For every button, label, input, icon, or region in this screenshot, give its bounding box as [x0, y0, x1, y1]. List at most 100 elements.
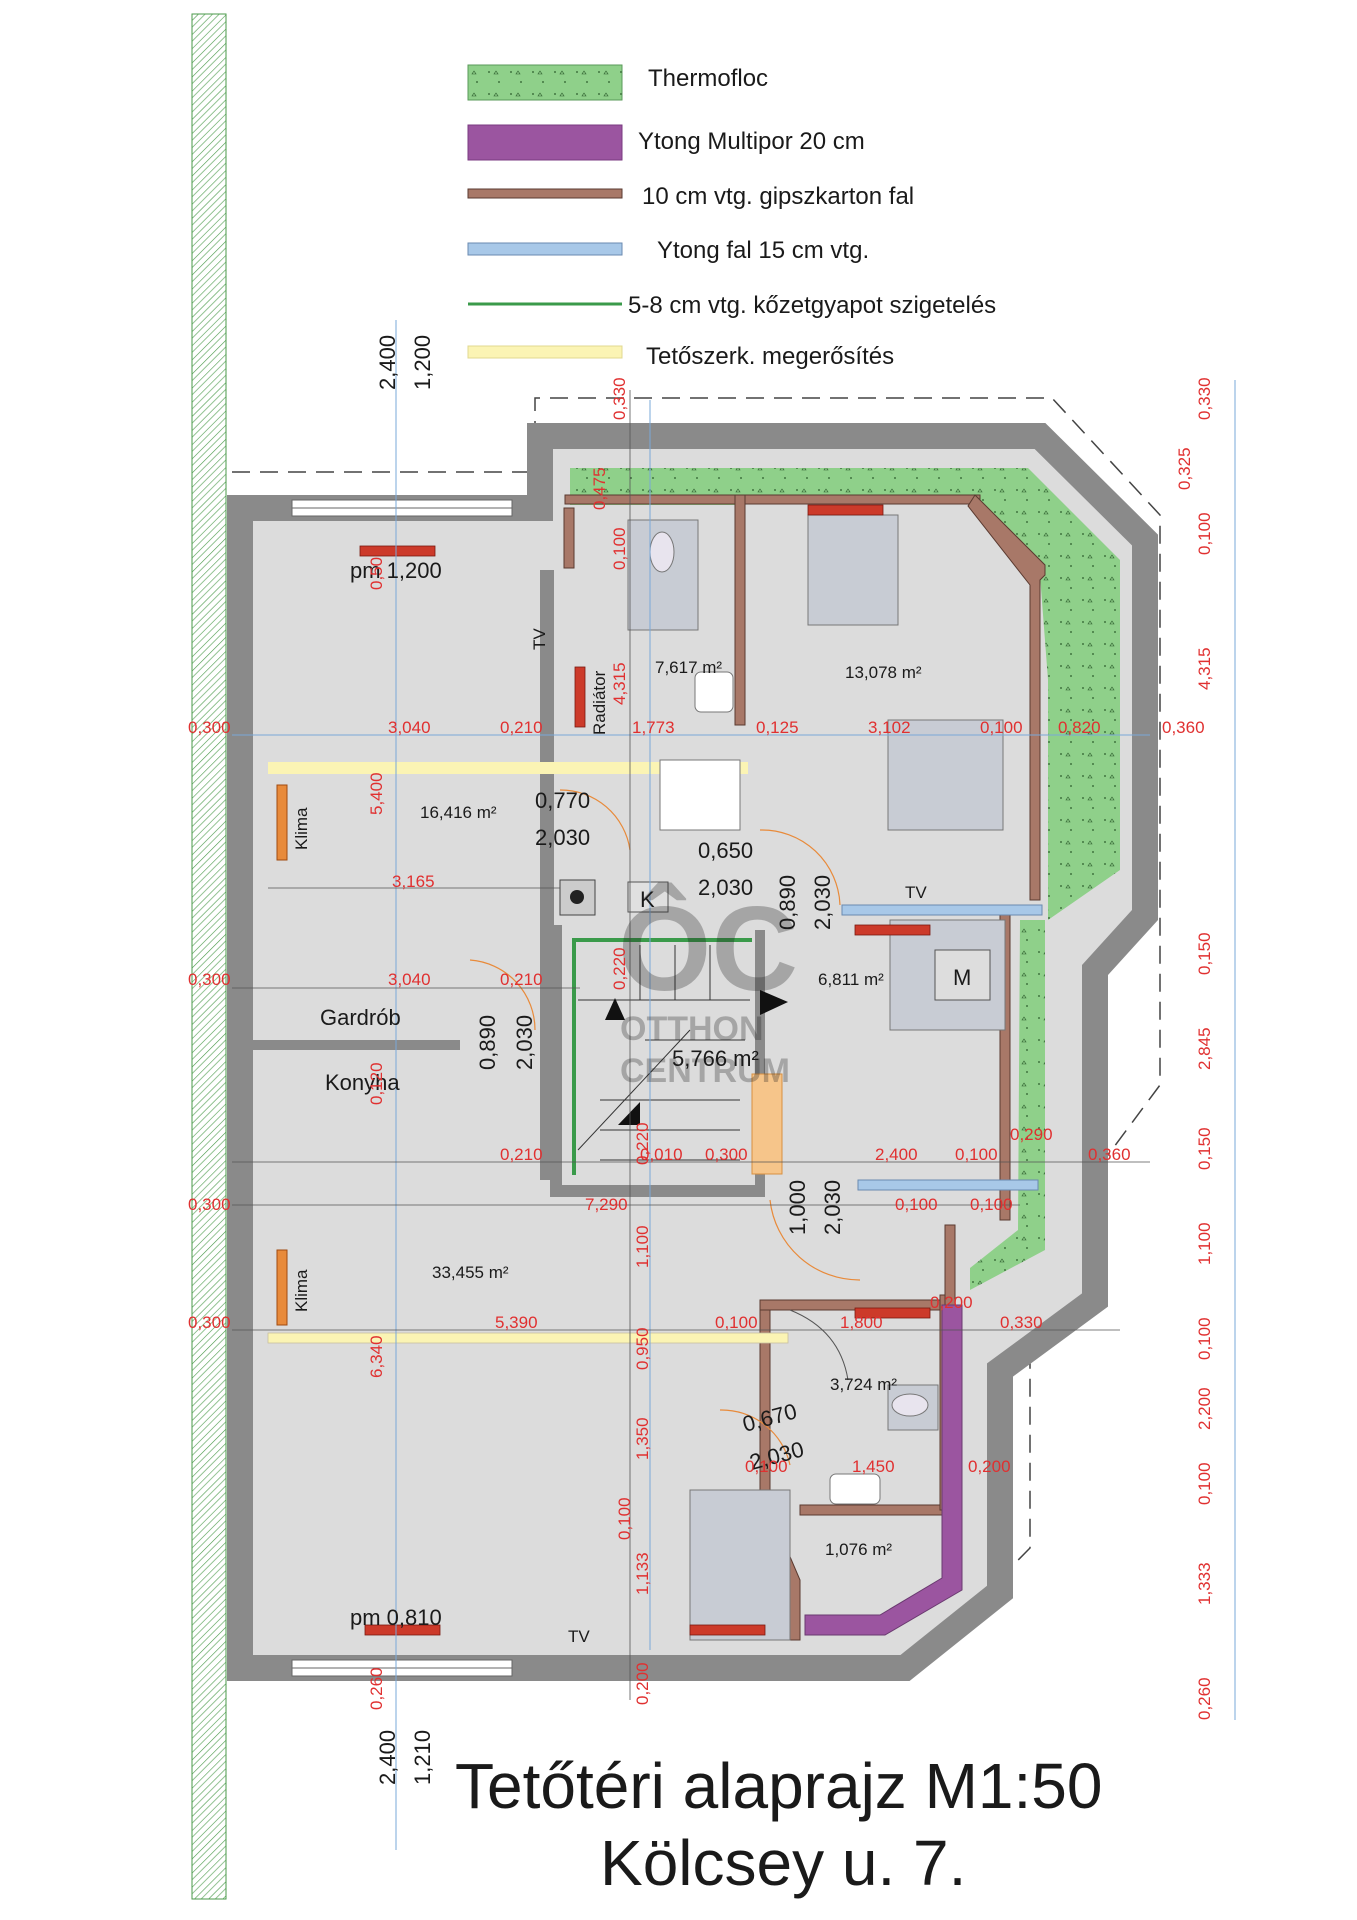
orange-block — [751, 1073, 783, 1175]
multipor-wall — [804, 1304, 963, 1636]
vdim-right-7: 1,100 — [1195, 1222, 1214, 1265]
dim-r2-1: 3,040 — [388, 970, 431, 989]
klima-label-2: Klima — [292, 1269, 311, 1312]
staircase — [577, 945, 750, 1161]
vdim-mid-0: 0,330 — [610, 377, 629, 420]
vdim-mid-1: 0,475 — [590, 467, 609, 510]
door-1-width: 0,770 — [535, 788, 590, 813]
furniture — [627, 514, 1006, 1641]
vdim-mid-2: 0,100 — [610, 527, 629, 570]
room-area-7: 3,724 m² — [830, 1375, 897, 1394]
red-vertical-dims-right: 0,330 0,325 0,100 4,315 0,150 2,845 0,15… — [1175, 377, 1214, 1720]
boundary-strip — [191, 13, 227, 1900]
stair-green-top — [572, 938, 752, 942]
door-4-width: 0,890 — [475, 1015, 500, 1070]
stair-arrow-1 — [605, 998, 625, 1020]
room-area-4: 6,811 m² — [818, 970, 884, 989]
dim-r6-2: 0,200 — [968, 1457, 1011, 1476]
stair-arrow-3 — [618, 1102, 640, 1125]
vdim-left-e: 0,50 — [367, 557, 386, 590]
outer-wall — [227, 423, 1158, 1681]
door-3-height: 2,030 — [810, 875, 835, 930]
vdim-right-9: 2,200 — [1195, 1387, 1214, 1430]
watermark-line1: OTTHON — [620, 1010, 764, 1048]
tv-label-3: TV — [568, 1627, 590, 1646]
vdim-right-10: 0,100 — [1195, 1462, 1214, 1505]
dim-r3-5: 0,290 — [1010, 1125, 1053, 1144]
vdim-right-5: 2,845 — [1195, 1027, 1214, 1070]
dim-r1-7: 0,820 — [1058, 718, 1101, 737]
vdim-right-0: 0,330 — [1195, 377, 1214, 420]
left-dim-bottom-a: 2,400 — [375, 1730, 400, 1785]
dim-r5-4: 0,200 — [930, 1293, 973, 1312]
vdim-right-4: 0,150 — [1195, 932, 1214, 975]
dim-r5-0: 0,300 — [188, 1313, 231, 1332]
door-1-height: 2,030 — [535, 825, 590, 850]
klima-label-1: Klima — [292, 807, 311, 850]
dim-r3-1: 0,010 — [640, 1145, 683, 1164]
legend-swatch-ytong-multipor — [467, 124, 623, 161]
pm-top-label: pm 1,200 — [350, 558, 442, 583]
room-name-konyha: Konyha — [325, 1070, 400, 1095]
dim-r1-0: 0,300 — [188, 718, 231, 737]
room-area-1: 16,416 m² — [420, 803, 497, 822]
dim-r4-3: 0,100 — [970, 1195, 1013, 1214]
vdim-right-12: 0,260 — [1195, 1677, 1214, 1720]
dim-r1-2: 0,210 — [500, 718, 543, 737]
left-dim-bottom-b: 1,210 — [410, 1730, 435, 1785]
radiators — [359, 504, 931, 1636]
tv-label-1: TV — [530, 628, 549, 650]
toilet-icon-2 — [891, 1393, 929, 1417]
dim-r4-0: 0,300 — [188, 1195, 231, 1214]
left-dim-top-b: 1,200 — [410, 335, 435, 390]
vdim-mid-8: 1,350 — [633, 1417, 652, 1460]
door-2-height: 2,030 — [698, 875, 753, 900]
dim-r5-5: 0,330 — [1000, 1313, 1043, 1332]
legend-swatch-thermofloc — [467, 64, 623, 101]
dim-r3-3: 2,400 — [875, 1145, 918, 1164]
partition-gardrob — [250, 1040, 460, 1050]
vdim-left-d: 0,120 — [367, 1062, 386, 1105]
door-arcs — [469, 789, 861, 1466]
box-k — [627, 881, 669, 913]
stair-wall-right — [755, 930, 765, 1195]
red-dimensions: 0,300 3,040 0,210 1,773 0,125 3,102 0,10… — [188, 718, 1205, 1476]
legend-swatch-ytong-fal — [467, 242, 623, 256]
dim-r5-3: 1,800 — [840, 1313, 883, 1332]
legend-label-gipszkarton: 10 cm vtg. gipszkarton fal — [642, 183, 914, 210]
dim-r4-2: 0,100 — [895, 1195, 938, 1214]
dim-r1-8: 0,360 — [1162, 718, 1205, 737]
vdim-mid-7: 0,950 — [633, 1327, 652, 1370]
dim-r1-4: 0,125 — [756, 718, 799, 737]
room-area-2: 7,617 m² — [655, 658, 722, 677]
legend: Thermofloc Ytong Multipor 20 cm 10 cm vt… — [467, 64, 996, 370]
legend-label-ytong-fal: Ytong fal 15 cm vtg. — [657, 237, 869, 264]
legend-label-tetoszerk: Tetőszerk. megerősítés — [646, 343, 894, 370]
dim-r4-1: 7,290 — [585, 1195, 628, 1214]
dim-r3-0: 0,210 — [500, 1145, 543, 1164]
dim-r1-6: 0,100 — [980, 718, 1023, 737]
klima-unit-top — [276, 784, 288, 861]
vdim-mid-11: 0,200 — [633, 1662, 652, 1705]
dim-r3-4: 0,100 — [955, 1145, 998, 1164]
title-line-2: Kölcsey u. 7. — [600, 1827, 966, 1899]
room-area-8: 1,076 m² — [825, 1540, 892, 1559]
vdim-right-1: 0,325 — [1175, 447, 1194, 490]
thermofloc-right — [970, 920, 1045, 1290]
klima-unit-bottom — [276, 1249, 288, 1326]
tv-label-2: TV — [905, 883, 927, 902]
pm-bottom-label: pm 0,810 — [350, 1605, 442, 1630]
thermofloc-top — [570, 468, 1120, 920]
watermark: ÔC OTTHON CENTRUM — [618, 881, 798, 1090]
beam-lower — [267, 1332, 789, 1344]
room-area-6: 33,455 m² — [432, 1263, 509, 1282]
legend-swatch-gipszkarton — [467, 188, 623, 199]
vdim-mid-5: 0,220 — [633, 1122, 652, 1165]
vdim-right-3: 4,315 — [1195, 647, 1214, 690]
watermark-mark: ÔC — [618, 881, 798, 1016]
vdim-mid-10: 1,133 — [633, 1552, 652, 1595]
vdim-mid-3: 4,315 — [610, 662, 629, 705]
room-area-3: 13,078 m² — [845, 663, 922, 682]
legend-label-ytong-multipor: Ytong Multipor 20 cm — [638, 128, 865, 155]
vdim-mid-9: 0,100 — [615, 1497, 634, 1540]
